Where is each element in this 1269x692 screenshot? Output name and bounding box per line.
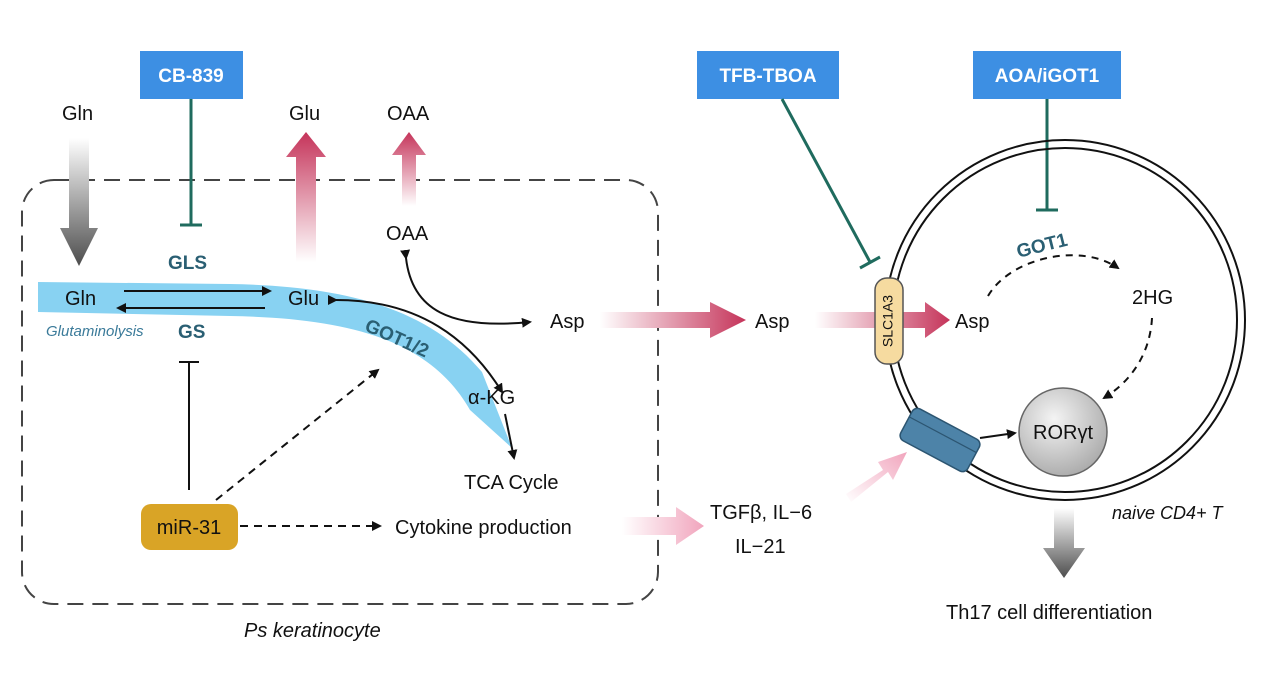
gls-label: GLS (168, 253, 207, 274)
rorgt-label: RORγt (1033, 422, 1093, 444)
mir31-box (141, 504, 238, 550)
tfb-tboa-inhibition-line (780, 98, 872, 263)
tfb-tboa-label: TFB-TBOA (719, 66, 816, 87)
asp-extracellular-label: Asp (755, 311, 789, 333)
cytokine-secretion-arrow (622, 507, 704, 545)
keratinocyte-cell-label: Ps keratinocyte (244, 620, 381, 642)
tfb-tboa-inhibition-bar (859, 255, 881, 270)
tfb-tboa-box (697, 51, 839, 99)
oaa-efflux-arrow (392, 132, 426, 206)
tca-label: TCA Cycle (464, 472, 558, 494)
glutaminolysis-band (38, 282, 512, 448)
cb839-label: CB-839 (158, 66, 223, 87)
aoa-igot1-label: AOA/iGOT1 (995, 66, 1100, 87)
gln-label: Gln (65, 288, 96, 310)
akg-label: α-KG (468, 387, 515, 409)
aoa-igot1-box (973, 51, 1121, 99)
glu-out-label: Glu (289, 103, 320, 125)
glu-label: Glu (288, 288, 319, 310)
differentiation-arrow (1043, 508, 1085, 578)
cytokine-receptor (899, 407, 981, 473)
rorgt-sphere (1018, 387, 1108, 477)
akg-to-tca-arrow (504, 413, 518, 460)
cytokine-production-label: Cytokine production (395, 517, 572, 539)
cytokines-line1: TGFβ, IL−6 (710, 502, 812, 524)
cytokines-line2: IL−21 (735, 536, 786, 558)
2hg-label: 2HG (1132, 287, 1173, 309)
asp-export-arrow (600, 302, 746, 338)
glu-efflux-arrow (286, 132, 326, 262)
slc1a3-label: SLC1A3 (880, 295, 896, 347)
oaa-in-label: OAA (386, 223, 429, 245)
got1-label: GOT1 (1014, 230, 1070, 263)
th17-differentiation-label: Th17 cell differentiation (946, 602, 1152, 624)
2hg-to-rorgt-dashed-arrow (1102, 317, 1153, 400)
gln-outside-label: Gln (62, 103, 93, 125)
cytokine-receptor-arrow (846, 452, 907, 502)
tcell-label: naive CD4+ T (1112, 503, 1225, 523)
gs-label: GS (178, 322, 205, 343)
cb839-box (140, 51, 243, 99)
tcell-asp-label: Asp (955, 311, 989, 333)
slc1a3-transporter (874, 277, 904, 365)
oaa-out-label: OAA (387, 103, 430, 125)
asp-to-2hg-dashed-arrow (987, 254, 1120, 297)
mir31-label: miR-31 (157, 517, 221, 539)
receptor-to-rorgt-arrow (979, 429, 1017, 440)
gln-import-arrow (60, 138, 98, 266)
keratinocyte-cell-boundary (21, 179, 659, 605)
asp-label: Asp (550, 311, 584, 333)
oaa-to-asp-arrow (400, 249, 532, 328)
mir31-got-dashed-arrow (215, 368, 380, 501)
glutaminolysis-label: Glutaminolysis (46, 323, 144, 340)
